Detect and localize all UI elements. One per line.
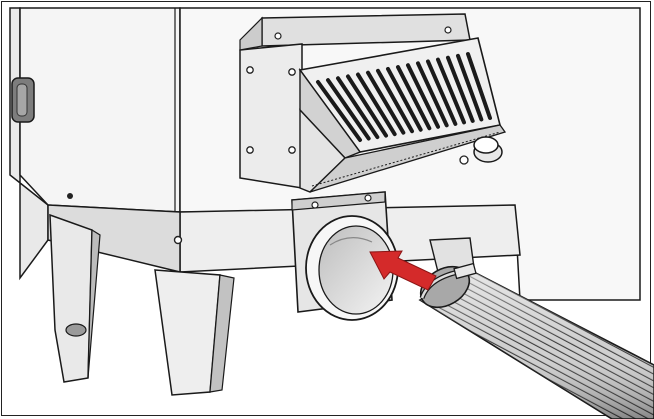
grille-slat: [406, 63, 440, 129]
insert-direction-arrow-icon: [369, 250, 437, 291]
grille-slats: [316, 52, 492, 142]
grille-slat: [436, 57, 466, 125]
grille-slat: [346, 74, 388, 138]
duct-collar: [291, 191, 399, 321]
grille-slat: [426, 59, 458, 126]
grille-slat: [376, 68, 414, 134]
grille-slat: [396, 65, 432, 131]
heater-legs: [49, 213, 476, 396]
grille-slat: [386, 66, 423, 132]
grille-slat: [316, 80, 362, 142]
grille-slat: [326, 78, 371, 141]
grille-slat: [366, 70, 406, 135]
vent-mounting-plate: [239, 13, 471, 189]
hose-clamp-icon: [419, 262, 477, 299]
grille-slat: [466, 52, 492, 120]
grille-slat: [456, 53, 484, 122]
vent-grille: [298, 37, 507, 193]
grille-slat: [336, 76, 380, 140]
adjustment-knob-icon: [459, 136, 503, 165]
screw: [173, 235, 183, 245]
grille-slat: [356, 72, 397, 137]
grille-slat: [416, 61, 449, 128]
grille-slat: [446, 55, 475, 123]
screw: [67, 193, 73, 199]
